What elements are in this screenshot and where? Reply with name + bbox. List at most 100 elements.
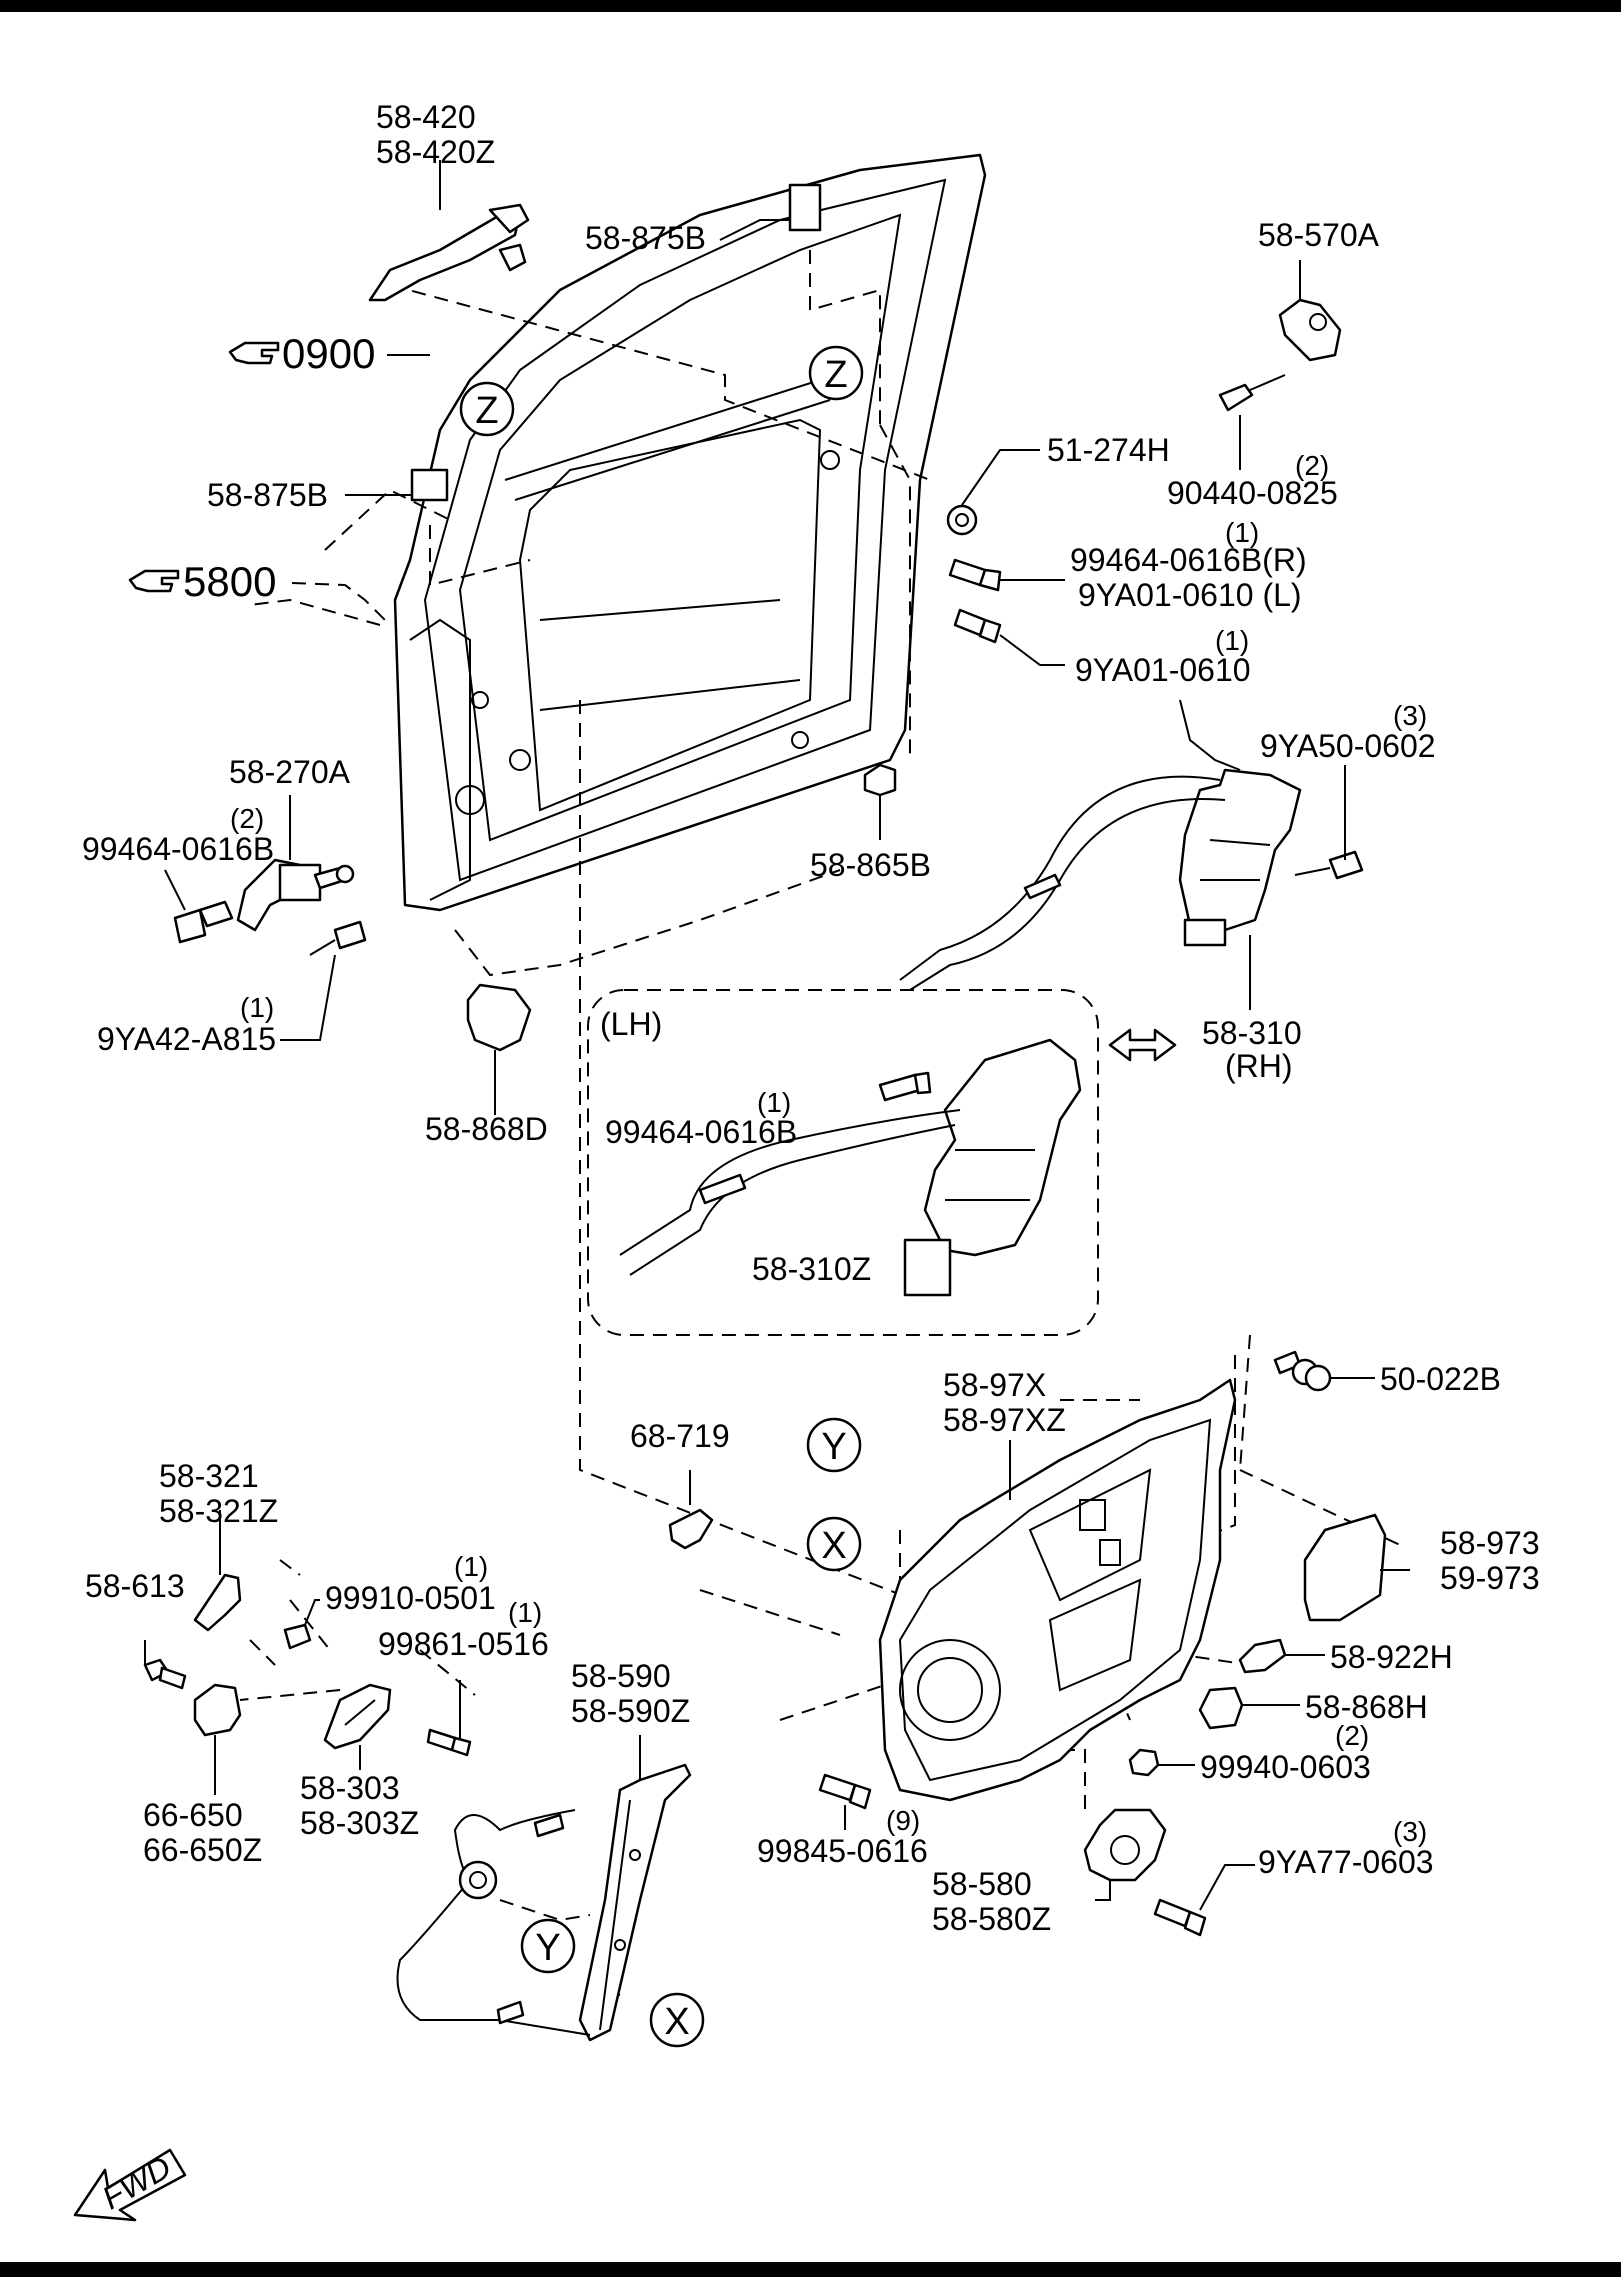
pointing-hand-icon <box>128 569 180 593</box>
window-motor-part <box>1083 1808 1167 1901</box>
label-seal-top: 58-875B <box>585 220 706 256</box>
label-switch-1: 66-650 <box>143 1797 243 1833</box>
callout-x-2-label: X <box>664 2001 689 2043</box>
clip-68719-part <box>668 1470 714 1550</box>
label-grommet: 51-274H <box>1047 432 1170 468</box>
label-screw-0516-qty: (1) <box>508 1597 542 1628</box>
label-checker-bolt: 99464-0616B <box>82 831 274 867</box>
label-regulator-1: 58-590 <box>571 1658 671 1694</box>
label-screw-613: 58-613 <box>85 1568 185 1604</box>
label-lock-screw: 9YA50-0602 <box>1260 728 1436 764</box>
label-bolt-r-qty: (1) <box>1225 517 1259 548</box>
ref-5800: 5800 <box>128 558 391 626</box>
checker-bolt-2-part <box>280 920 367 1041</box>
callout-y-1: Y <box>806 1417 862 1473</box>
label-bolt-845: 99845-0616 <box>757 1833 928 1869</box>
ref-5800-label: 5800 <box>183 558 276 605</box>
callout-x-1: X <box>806 1516 862 1572</box>
label-bolt-r-1: 99464-0616B(R) <box>1070 542 1307 578</box>
callout-z-2-label: Z <box>824 354 847 396</box>
checker-bolt-part <box>164 869 234 944</box>
label-inner-handle-base-2: 58-321Z <box>159 1493 278 1529</box>
outer-handle-part <box>368 160 530 302</box>
seal-top-part <box>788 183 822 232</box>
label-nut-qty: (2) <box>1335 1720 1369 1751</box>
ref-0900: 0900 <box>228 330 430 377</box>
label-lock-rh: 58-310 <box>1202 1015 1302 1051</box>
door-bolt-1-part <box>948 558 1065 592</box>
label-screw-0516: 99861-0516 <box>378 1626 549 1662</box>
label-motor-1: 58-580 <box>932 1866 1032 1902</box>
label-motor-2: 58-580Z <box>932 1901 1051 1937</box>
label-checker: 58-270A <box>229 754 351 790</box>
label-handle-outer-1: 58-420 <box>376 99 476 135</box>
bezel-part <box>323 1683 392 1770</box>
label-checker-bolt-qty: (2) <box>230 803 264 834</box>
label-bolt-r-2: 9YA01-0610 (L) <box>1078 577 1302 613</box>
fwd-arrow-icon <box>73 2148 187 2222</box>
window-regulator-part <box>396 1735 692 2042</box>
label-carrier-1: 58-97X <box>943 1367 1046 1403</box>
label-seal-mid: 58-875B <box>207 477 328 513</box>
fwd-arrow: FWD <box>73 2148 187 2222</box>
label-lh-bolt-qty: (1) <box>757 1087 791 1118</box>
callout-y-2-label: Y <box>535 1927 560 1969</box>
door-module-carrier-part <box>878 1378 1237 1802</box>
label-striker-cover: 58-868D <box>425 1111 548 1147</box>
label-lh-title: (LH) <box>600 1006 662 1042</box>
screw-0516-part <box>426 1680 472 1757</box>
seal-mid-part <box>410 468 449 502</box>
label-motor-bolt-qty: (3) <box>1393 1816 1427 1847</box>
striker-cover-part <box>466 983 532 1115</box>
callout-z-1-label: Z <box>475 390 498 432</box>
lock-screw-part <box>1294 765 1364 880</box>
swap-arrow-icon <box>1108 1028 1177 1062</box>
label-hinge-bracket: 58-570A <box>1258 217 1380 253</box>
label-seal-922: 58-922H <box>1330 1639 1453 1675</box>
hinge-bracket-part <box>1278 260 1342 362</box>
label-bezel-1: 58-303 <box>300 1770 400 1806</box>
grommet-part <box>946 449 1040 536</box>
motor-bolt-part <box>1153 1864 1255 1937</box>
seal-922h-part <box>1238 1638 1287 1674</box>
label-handle-outer-2: 58-420Z <box>376 134 495 170</box>
label-motor-bolt: 9YA77-0603 <box>1258 1844 1434 1880</box>
label-clip: 50-022B <box>1380 1361 1501 1397</box>
callout-x-2: X <box>649 1992 705 2048</box>
bumper-part <box>863 763 897 840</box>
label-clip-68: 68-719 <box>630 1418 730 1454</box>
label-bezel-2: 58-303Z <box>300 1805 419 1841</box>
top-border-bar <box>0 0 1621 12</box>
switch-part <box>193 1683 242 1795</box>
label-lock-rh-side: (RH) <box>1225 1048 1293 1084</box>
label-regulator-2: 58-590Z <box>571 1693 690 1729</box>
label-lock-screw-qty: (3) <box>1393 700 1427 731</box>
pointing-hand-icon <box>228 341 280 365</box>
callout-y-1-label: Y <box>821 1426 846 1468</box>
inner-handle-base-part <box>193 1510 242 1632</box>
label-checker-bolt2: 9YA42-A815 <box>97 1021 276 1057</box>
label-screw-bracket: 90440-0825 <box>1167 475 1338 511</box>
bolt-99845-part <box>818 1773 872 1830</box>
label-nut: 99940-0603 <box>1200 1749 1371 1785</box>
label-bumper: 58-865B <box>810 847 931 883</box>
film-part <box>1303 1513 1410 1622</box>
screw-613-part <box>143 1640 187 1690</box>
lh-inset-box <box>587 989 1099 1336</box>
label-switch-2: 66-650Z <box>143 1832 262 1868</box>
label-bolt-845-qty: (9) <box>886 1805 920 1836</box>
label-seal-868: 58-868H <box>1305 1689 1428 1725</box>
label-checker-bolt2-qty: (1) <box>240 992 274 1023</box>
part-labels: 58-420 58-420Z 58-875B 58-875B 58-570A (… <box>82 99 1540 1937</box>
bracket-screw-part <box>1218 374 1286 470</box>
label-screw-0501: 99910-0501 <box>325 1580 496 1616</box>
fwd-label: FWD <box>96 2149 177 2217</box>
callout-y-2: Y <box>520 1918 576 1974</box>
label-film-1: 58-973 <box>1440 1525 1540 1561</box>
label-lock-lh: 58-310Z <box>752 1251 871 1287</box>
label-lh-bolt: 99464-0616B <box>605 1114 797 1150</box>
label-screw-0501-qty: (1) <box>454 1551 488 1582</box>
label-film-2: 59-973 <box>1440 1560 1540 1596</box>
label-carrier-2: 58-97XZ <box>943 1402 1066 1438</box>
